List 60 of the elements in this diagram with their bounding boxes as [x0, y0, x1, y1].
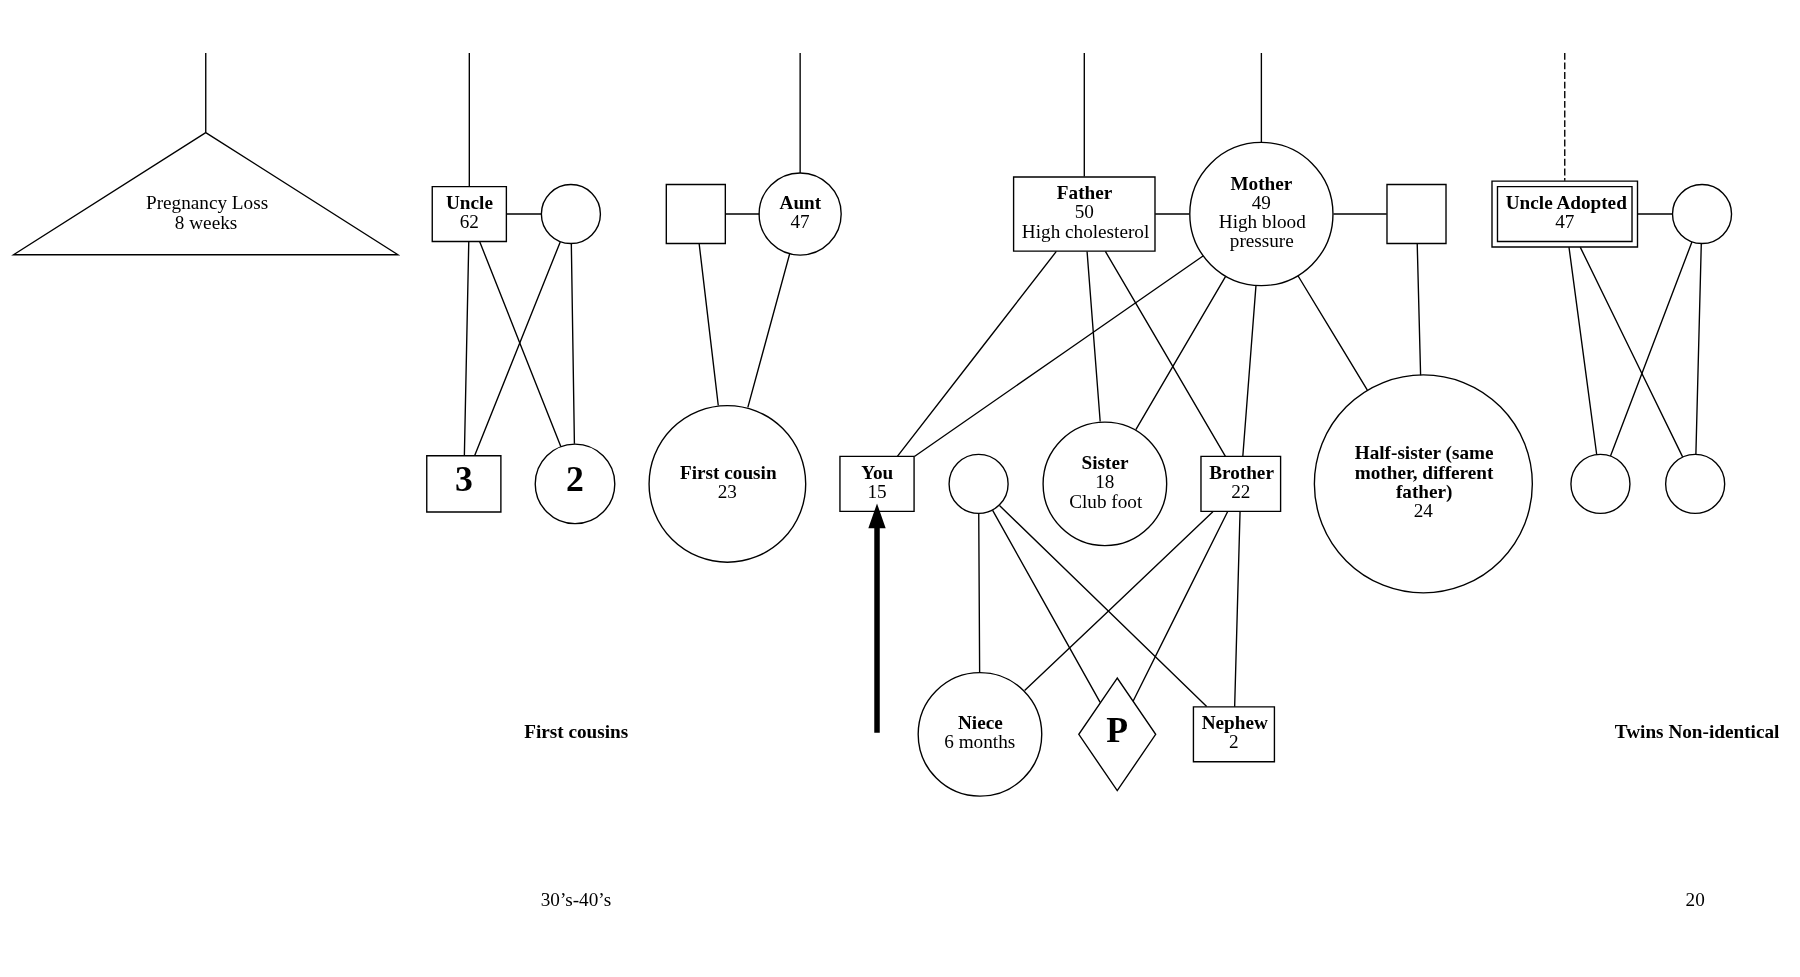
connector	[1568, 246, 1598, 456]
connector	[1637, 213, 1674, 215]
node-box: 3	[426, 455, 502, 513]
label: First cousins	[524, 721, 629, 743]
connector	[1132, 511, 1229, 702]
label: 30’s-40’s	[540, 888, 612, 910]
node-box: You 15	[839, 455, 915, 513]
connector	[1564, 52, 1566, 182]
connector	[1023, 511, 1214, 692]
connector	[1233, 511, 1241, 708]
connector	[1135, 276, 1227, 431]
connector	[570, 243, 576, 445]
connector	[1695, 243, 1702, 455]
node-circle	[1664, 453, 1726, 515]
connector	[913, 255, 1204, 458]
node-circle: First cousin 23	[648, 404, 807, 563]
node-circle	[948, 453, 1009, 515]
connector	[896, 250, 1057, 457]
node-box: Uncle 62	[431, 185, 508, 243]
node-box: Nephew 2	[1192, 706, 1276, 763]
arrow	[868, 503, 886, 733]
connector	[1242, 285, 1257, 457]
node-circle	[1570, 453, 1631, 515]
connector	[991, 509, 1101, 704]
connector	[205, 52, 207, 133]
connector	[747, 253, 791, 409]
label: 20	[1685, 888, 1705, 910]
connector	[1083, 52, 1085, 178]
connector	[505, 213, 542, 215]
connector	[1332, 213, 1388, 215]
connector	[1579, 246, 1684, 458]
node-circle	[540, 183, 602, 245]
node-circle: Niece 6 months	[917, 671, 1043, 797]
connector	[463, 240, 470, 457]
node-circle: Sister 18 Club foot	[1042, 421, 1168, 547]
connector	[468, 52, 470, 187]
connector	[1416, 243, 1422, 376]
connector	[1086, 250, 1101, 423]
connector	[799, 52, 801, 174]
connector	[1297, 275, 1369, 391]
connector	[724, 213, 761, 215]
node-circle: Mother 49 High blood pressure	[1189, 141, 1334, 287]
connector	[978, 513, 981, 673]
node-box	[1386, 183, 1447, 245]
connector	[1260, 52, 1263, 143]
node-box: Father 50 High cholesterol	[1012, 176, 1156, 252]
connector	[998, 504, 1208, 708]
node-box: Uncle Adopted 47	[1491, 180, 1639, 248]
node-circle	[1671, 183, 1733, 245]
connector	[1104, 250, 1227, 457]
label: Twins Non-identical	[1614, 721, 1780, 743]
node-diamond: P	[1078, 676, 1157, 792]
connector	[1154, 213, 1190, 215]
connector	[698, 243, 719, 407]
node-box	[665, 183, 726, 245]
node-circle: Half-sister (same mother, different father) 24	[1313, 374, 1534, 594]
connector	[1609, 241, 1693, 457]
node-circle: Aunt 47	[758, 172, 842, 256]
node-circle: 2	[534, 443, 616, 525]
node-box: Brother 22	[1200, 455, 1282, 513]
